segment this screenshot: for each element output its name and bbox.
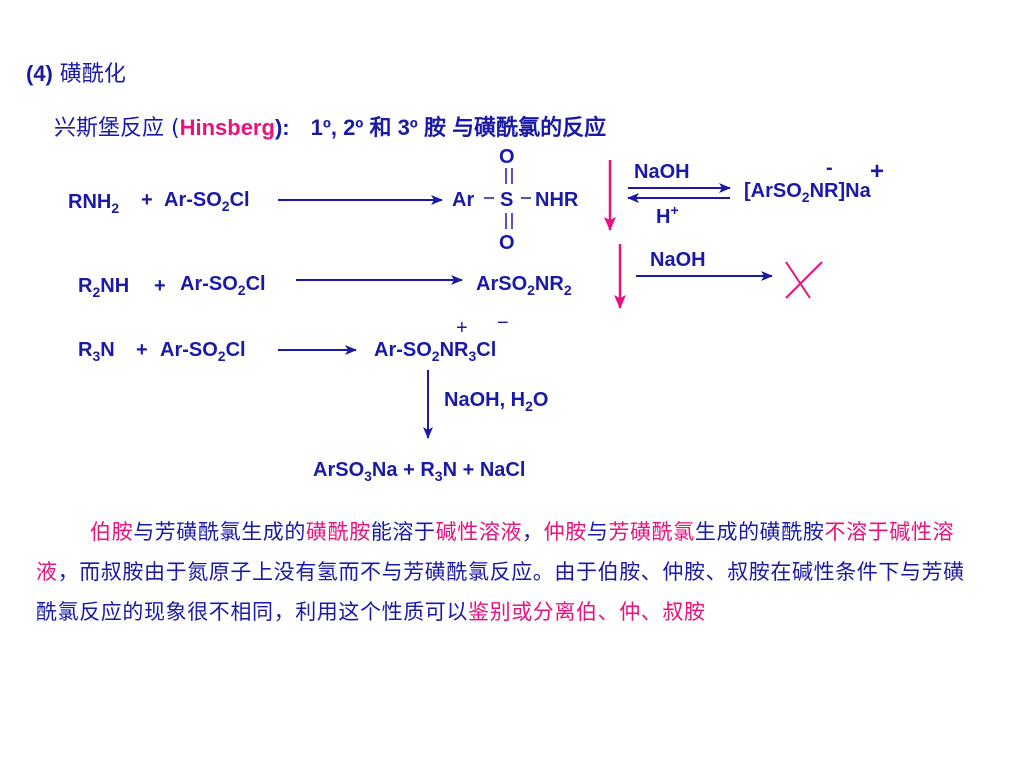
r2-reagent: Ar-SO2Cl xyxy=(180,273,266,298)
explanation-paragraph: 伯胺与芳磺酰氯生成的磺酰胺能溶于碱性溶液，仲胺与芳磺酰氯生成的磺酰胺不溶于碱性溶… xyxy=(36,512,986,632)
r2-amine: R2NH xyxy=(78,275,130,300)
r1-product-nhr: NHR xyxy=(535,189,579,211)
r2-naoh: NaOH xyxy=(650,249,706,271)
r3-charge-minus: − xyxy=(497,312,509,334)
subtitle-suffix: ): xyxy=(274,115,290,140)
sulfonyl-chloride-term: 芳磺酰氯 xyxy=(608,520,695,544)
r1-hplus: H+ xyxy=(656,202,679,228)
section-title: (4) 磺酰化 xyxy=(26,56,126,88)
r1-product-sulfur: S xyxy=(500,189,514,211)
r1-naoh: NaOH xyxy=(634,161,690,183)
para-text-1: 与芳磺酰氯生成的 xyxy=(133,520,307,544)
section-title-text: 磺酰化 xyxy=(59,62,126,87)
hinsberg-name: Hinsberg xyxy=(179,115,275,140)
r1-amine: RNH2 xyxy=(68,191,120,216)
r1-salt: [ArSO2NR]Na xyxy=(744,180,871,205)
para-text-4: 生成的磺酰胺 xyxy=(694,520,825,544)
r2-plus: + xyxy=(154,275,166,297)
r1-reagent: Ar-SO2Cl xyxy=(164,189,250,214)
subtitle-prefix: 兴斯堡反应 ( xyxy=(54,116,180,141)
para-text-2: 能溶于 xyxy=(370,520,436,544)
no-reaction-cross-2 xyxy=(785,261,823,299)
para-text-5: ，而叔胺由于氮原子上没有氢而不与芳磺酰氯反应。由于伯胺、仲胺、叔胺在碱性条件下与… xyxy=(36,560,965,624)
r3-final-products: ArSO3Na + R3N + NaCl xyxy=(313,459,526,484)
r1-oxygen-bottom: O xyxy=(499,232,515,254)
insoluble-term: 不溶于碱性溶液 xyxy=(36,520,955,584)
alkaline-solution-term: 碱性溶液 xyxy=(435,520,523,544)
para-comma: ， xyxy=(522,520,544,544)
subtitle: 兴斯堡反应 (Hinsberg): 1º, 2º 和 3º 胺 与磺酰氯的反应 xyxy=(54,110,606,142)
r3-condition: NaOH, H2O xyxy=(444,389,549,414)
r1-salt-minus: - xyxy=(826,157,833,179)
r1-plus: + xyxy=(141,189,153,211)
section-number: (4) xyxy=(26,61,53,86)
sulfonamide-term: 磺酰胺 xyxy=(306,520,371,544)
r3-plus: + xyxy=(136,339,148,361)
primary-amine-term: 伯胺 xyxy=(90,520,134,544)
r2-product: ArSO2NR2 xyxy=(476,273,572,298)
para-text-3: 与 xyxy=(586,520,609,544)
no-reaction-cross-1 xyxy=(785,261,811,299)
r3-reagent: Ar-SO2Cl xyxy=(160,339,246,364)
r1-oxygen-top: O xyxy=(499,146,515,168)
r3-product: Ar-SO2NR3Cl xyxy=(374,339,497,364)
r1-salt-plus: + xyxy=(870,158,885,185)
identify-separate-term: 鉴别或分离伯、仲、叔胺 xyxy=(468,600,706,624)
r3-charge-plus: + xyxy=(456,317,468,339)
r3-amine: R3N xyxy=(78,339,115,364)
secondary-amine-term: 仲胺 xyxy=(543,520,587,544)
subtitle-amines: 1º, 2º 和 3º 胺 与磺酰氯的反应 xyxy=(310,115,607,140)
r1-product-ar: Ar xyxy=(452,189,475,211)
